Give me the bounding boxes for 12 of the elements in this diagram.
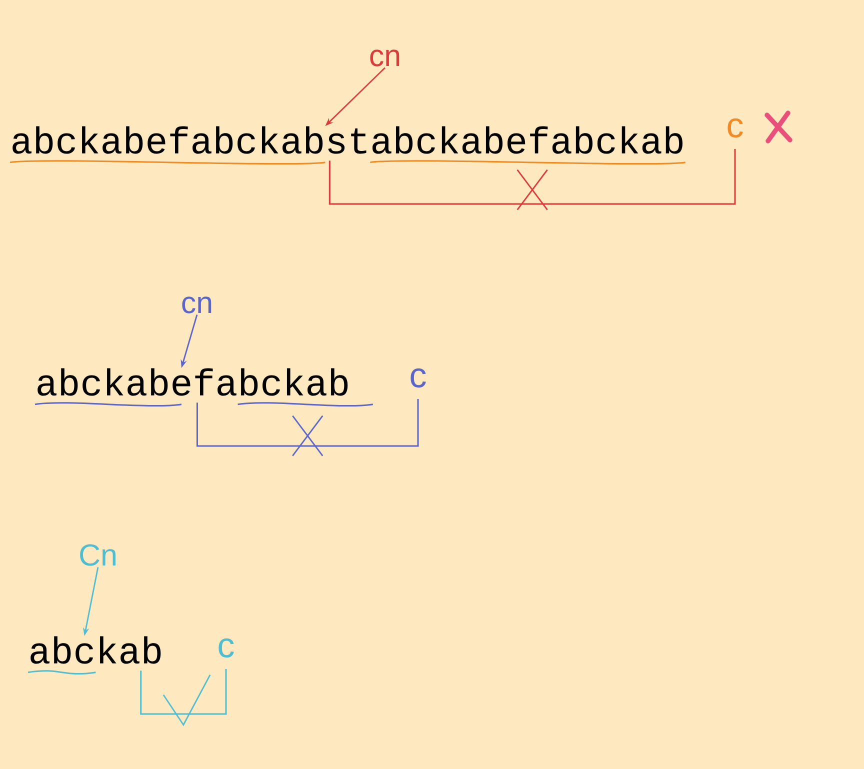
handwritten-string: abckabefabckab: [38, 368, 348, 396]
comparison-bracket: [196, 399, 419, 447]
handwritten-string: abckab: [30, 636, 161, 664]
pointer-label: cn: [370, 50, 400, 66]
comparison-bracket: [140, 669, 227, 715]
character-label: c: [218, 638, 234, 658]
comparison-bracket: [328, 149, 736, 205]
pointer-label: Cn: [80, 544, 116, 566]
character-label: c: [410, 368, 426, 388]
pointer-label: cn: [182, 296, 212, 314]
character-label: c: [728, 118, 743, 138]
handwritten-string: abckabefabckabstabckabefabckab: [12, 126, 682, 154]
